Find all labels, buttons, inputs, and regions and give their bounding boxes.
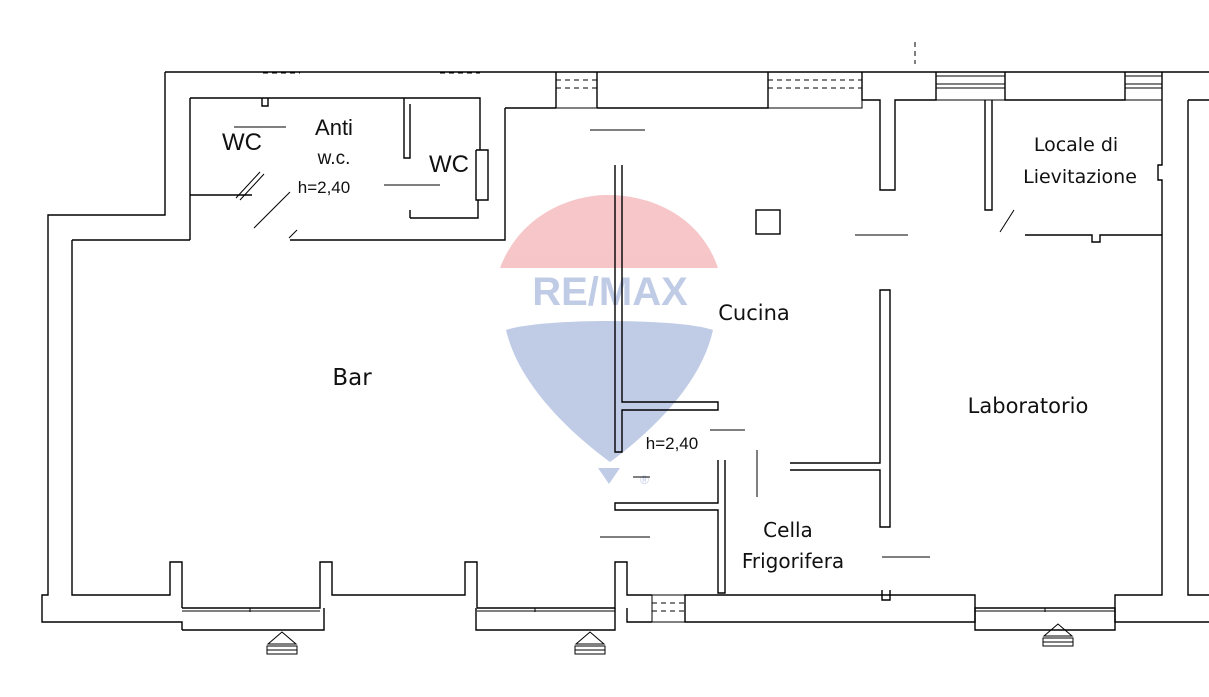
room-label-laboratorio: Laboratorio — [968, 394, 1089, 418]
entrance-symbols — [266, 623, 1074, 655]
room-label-locale-line1: Locale di — [1034, 134, 1118, 156]
registered-mark: ® — [640, 473, 649, 487]
room-label-cucina: Cucina — [718, 301, 790, 325]
balloon-basket-icon — [598, 468, 620, 484]
room-label-anti-line2: w.c. — [317, 148, 351, 169]
room-label-cella-line1: Cella — [763, 518, 813, 542]
room-labels: WC Anti w.c. WC h=2,40 Bar Cucina h=2,40… — [222, 115, 1137, 573]
room-label-locale-line2: Lievitazione — [1023, 166, 1137, 188]
balloon-bottom-icon — [506, 321, 713, 462]
room-label-wc-2: WC — [429, 151, 469, 178]
windows — [164, 42, 1163, 623]
remax-watermark: RE/MAX ® — [500, 195, 718, 487]
ceiling-height-upper: h=2,40 — [298, 178, 350, 197]
ceiling-height-lower: h=2,40 — [646, 434, 698, 453]
room-label-bar: Bar — [332, 365, 372, 391]
entrance-icon — [266, 631, 298, 655]
balloon-top-icon — [500, 195, 718, 268]
room-label-anti-line1: Anti — [315, 115, 353, 140]
room-label-wc-1: WC — [222, 129, 262, 156]
remax-logo-text: RE/MAX — [532, 270, 688, 314]
entrance-icon — [574, 631, 606, 655]
room-label-cella-line2: Frigorifera — [742, 549, 844, 573]
entrance-icon — [1042, 623, 1074, 647]
